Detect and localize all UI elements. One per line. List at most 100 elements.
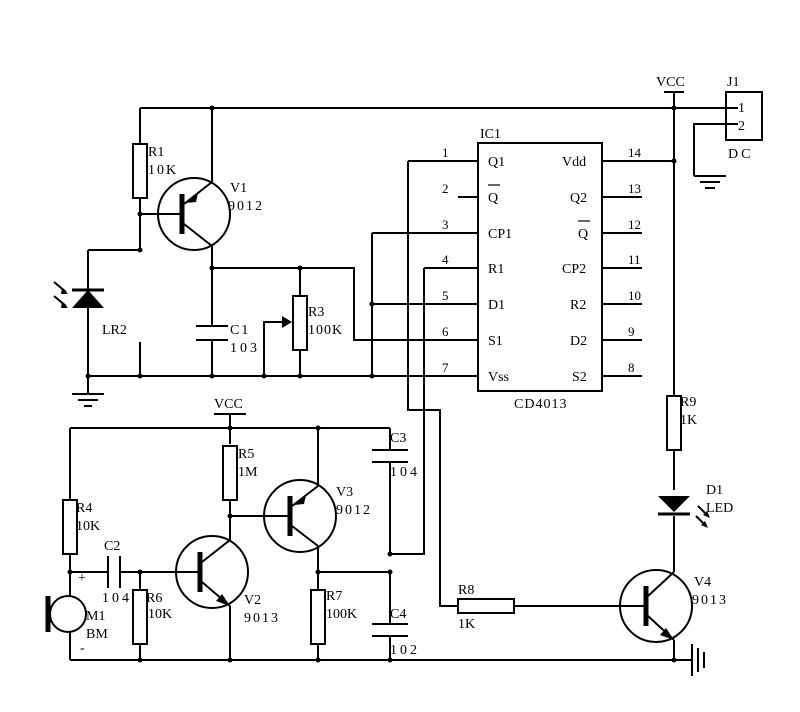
ic-pin-name: Q [578, 227, 588, 242]
r1-value: 10K [148, 163, 178, 178]
ic-pin-num: 8 [628, 360, 635, 375]
ic-pin-name: Vdd [562, 155, 586, 170]
r5-resistor [222, 445, 238, 501]
c3-label: C3 [390, 431, 406, 446]
vcc-bottom-label: VCC [214, 397, 243, 412]
ic-part-label: CD4013 [514, 397, 567, 412]
r9-label: R9 [680, 395, 696, 410]
lr2-photodiode [53, 250, 104, 342]
ic-pin-name: Q [488, 191, 498, 206]
ic-pin-name: Q1 [488, 155, 505, 170]
ic-pin-num: 9 [628, 324, 635, 339]
r5-label: R5 [238, 447, 254, 462]
r9-resistor [666, 395, 682, 451]
wires [69, 91, 738, 676]
ic-pin-num: 5 [442, 288, 449, 303]
v1-value: 9012 [228, 199, 264, 214]
ic-pin-num: 7 [442, 360, 449, 375]
c1-value: 103 [230, 341, 260, 356]
r6-label: R6 [146, 591, 162, 606]
c4-label: C4 [390, 607, 406, 622]
r8-resistor [457, 598, 515, 614]
r7-resistor [310, 589, 326, 645]
v3-label: V3 [336, 485, 353, 500]
v4-transistor [619, 569, 693, 643]
ic-pin-num: 6 [442, 324, 449, 339]
ic-pins-right: 14 Vdd 13 Q2 12 Q 11 CP2 10 R2 9 D2 8 S2 [562, 145, 642, 385]
j1-connector [725, 91, 763, 141]
r7-label: R7 [326, 589, 342, 604]
r9-value: 1K [680, 413, 697, 428]
c3-value: 104 [390, 465, 420, 480]
d1-led [658, 496, 710, 528]
labels: VCC J1 1 2 DC IC1 CD4013 R1 10K V1 9012 … [76, 75, 753, 658]
r5-value: 1M [238, 465, 258, 480]
r3-potentiometer [292, 295, 308, 351]
r4-label: R4 [76, 501, 92, 516]
v3-value: 9012 [336, 503, 372, 518]
mic-minus-label: - [80, 641, 85, 656]
v3-transistor [263, 479, 337, 553]
r6-resistor [132, 589, 148, 645]
c2-capacitor [107, 556, 121, 588]
c4-value: 102 [390, 643, 420, 658]
ic-pin-num: 4 [442, 252, 449, 267]
r1-label: R1 [148, 145, 164, 160]
ic-pin-name: R1 [488, 262, 504, 277]
ic-pin-name: D1 [488, 298, 505, 313]
ic-pin-num: 14 [628, 145, 642, 160]
v4-label: V4 [694, 575, 711, 590]
m1-label: M1 [86, 609, 105, 624]
r3-label: R3 [308, 305, 324, 320]
ic-pin-name: CP1 [488, 227, 512, 242]
c4-capacitor [372, 623, 408, 637]
r8-label: R8 [458, 583, 474, 598]
v2-label: V2 [244, 593, 261, 608]
mic-plus-label: + [78, 571, 86, 586]
m1-microphone [45, 595, 87, 633]
r6-value: 10K [148, 607, 172, 622]
ic-pin-num: 11 [628, 252, 641, 267]
ic1-body [477, 142, 603, 392]
c2-label: C2 [104, 539, 120, 554]
c2-value: 104 [102, 591, 132, 606]
ic-pin-num: 10 [628, 288, 641, 303]
ic-pin-name: R2 [570, 298, 586, 313]
ic-pin-name: Q2 [570, 191, 587, 206]
r4-value: 10K [76, 519, 100, 534]
ic-pin-num: 13 [628, 181, 641, 196]
ic-pins-left: 1 Q1 2 Q 3 CP1 4 R1 5 D1 6 S1 7 Vss [442, 145, 512, 385]
ic-pin-num: 3 [442, 217, 449, 232]
vcc-top-label: VCC [656, 75, 685, 90]
ic1-label: IC1 [480, 127, 501, 142]
r4-resistor [62, 499, 78, 555]
c1-capacitor [196, 325, 228, 341]
c1-label: C1 [230, 323, 250, 338]
j1-pin1-label: 1 [738, 101, 745, 116]
ic-pin-name: S2 [572, 370, 587, 385]
ic-pin-name: S1 [488, 334, 503, 349]
v1-label: V1 [230, 181, 247, 196]
d1-value: LED [706, 501, 733, 516]
ic-pin-name: D2 [570, 334, 587, 349]
ic-pin-name: Vss [488, 370, 509, 385]
dc-label: DC [728, 147, 753, 162]
ic-pin-name: CP2 [562, 262, 586, 277]
v2-value: 9013 [244, 611, 280, 626]
j1-label: J1 [727, 75, 739, 90]
junction-dots [67, 105, 677, 663]
c3-capacitor [372, 449, 408, 463]
r8-value: 1K [458, 617, 475, 632]
ic-pin-num: 12 [628, 217, 641, 232]
d1-label: D1 [706, 483, 723, 498]
r3-value: 100K [308, 323, 343, 338]
ic-pin-num: 2 [442, 181, 449, 196]
r1-resistor [132, 143, 148, 199]
r7-value: 100K [326, 607, 357, 622]
lr2-label: LR2 [102, 323, 127, 338]
bm-label: BM [86, 627, 108, 642]
ic-pin-num: 1 [442, 145, 449, 160]
v2-transistor [175, 516, 249, 609]
v4-value: 9013 [692, 593, 728, 608]
